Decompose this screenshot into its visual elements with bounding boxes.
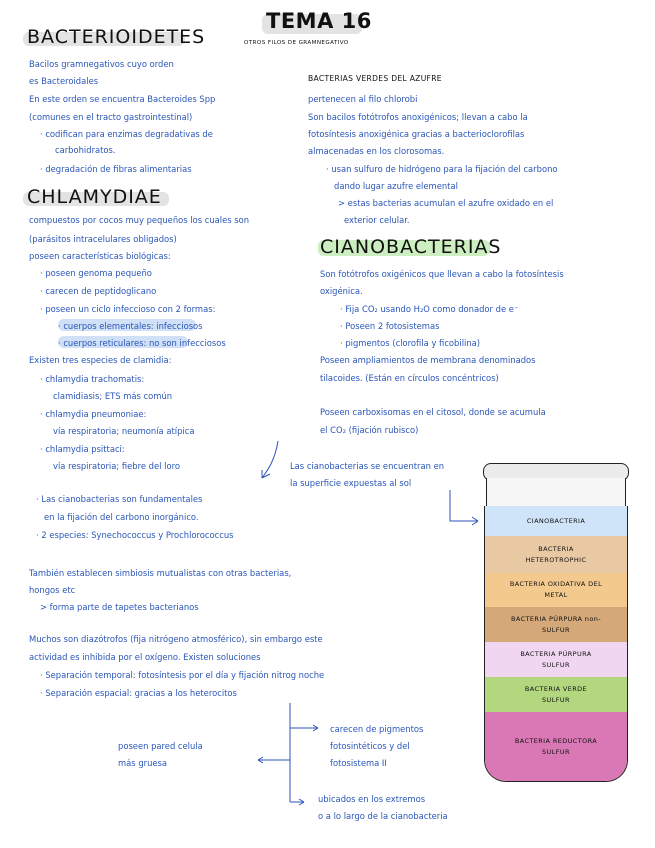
chlamydiae-highlight xyxy=(23,192,169,206)
arrow-head xyxy=(257,756,264,764)
text-line: hongos etc xyxy=(29,585,76,595)
arrow-to-fundamentals xyxy=(261,440,279,479)
text-line: almacenadas en los clorosomas. xyxy=(308,146,445,156)
jar-layer: BACTERIA PÚRPURA SULFUR xyxy=(485,642,627,677)
jar-layer: BACTERIA REDUCTORA SULFUR xyxy=(485,712,627,781)
jar-body: CIANOBACTERIA BACTERIA HETEROTROPHIC BAC… xyxy=(484,506,628,782)
jar-layer-label: BACTERIA HETEROTROPHIC xyxy=(525,544,587,564)
text-line: carbohidratos. xyxy=(55,145,116,155)
text-line: · chlamydia psittaci: xyxy=(40,444,125,454)
text-line: Poseen carboxisomas en el citosol, donde… xyxy=(320,407,546,417)
chlamydiae-heading: CHLAMYDIAE xyxy=(27,186,162,208)
text-line: vía respiratoria; neumonía atípica xyxy=(53,426,195,436)
text-line: clamidiasis; ETS más común xyxy=(53,391,173,401)
text-line: · carecen de peptidoglicano xyxy=(40,286,157,296)
text-line: · cuerpos elementales: infecciosos xyxy=(58,321,203,331)
text-line: · poseen genoma pequeño xyxy=(40,268,152,278)
text-line: · chlamydia pneumoniae: xyxy=(40,409,147,419)
jar-layer-label: BACTERIA VERDE SULFUR xyxy=(524,684,588,704)
text-line: oxigénica. xyxy=(320,286,363,296)
text-line: Son fotótrofos oxigénicos que llevan a c… xyxy=(320,269,564,279)
text-line: Muchos son diazótrofos (fija nitrógeno a… xyxy=(29,634,323,644)
text-line: (parásitos intracelulares obligados) xyxy=(29,234,177,244)
text-line: · codifican para enzimas degradativas de xyxy=(40,129,213,139)
text-line: · poseen un ciclo infeccioso con 2 forma… xyxy=(40,304,216,314)
text-line: > estas bacterias acumulan el azufre oxi… xyxy=(338,198,554,208)
elemental-highlight xyxy=(58,319,196,331)
text-line: la superficie expuestas al sol xyxy=(290,478,412,488)
jar-layer: BACTERIA HETEROTROPHIC xyxy=(485,536,627,573)
text-line: · cuerpos reticulares: no son infeccioso… xyxy=(58,338,226,348)
text-line: · pigmentos (clorofila y ficobilina) xyxy=(340,338,481,348)
jar-layer: CIANOBACTERIA xyxy=(485,506,627,536)
text-line: exterior celular. xyxy=(344,215,410,225)
arrow-head xyxy=(298,798,305,806)
text-line: · 2 especies: Synechococcus y Prochloroc… xyxy=(36,530,234,540)
arrow-to-jar xyxy=(449,490,478,522)
bacteroidetes-heading: BACTERIOIDETES xyxy=(27,26,206,48)
text-line: Son bacilos fotótrofos anoxigénicos; lle… xyxy=(308,112,528,122)
text-line: También establecen simbiosis mutualistas… xyxy=(29,568,292,578)
text-line: Poseen ampliamientos de membrana denomin… xyxy=(320,355,536,365)
text-line: dando lugar azufre elemental xyxy=(334,181,458,191)
arrow-head xyxy=(312,724,319,732)
bacteroidetes-highlight xyxy=(23,32,185,46)
text-line: vía respiratoria; fiebre del loro xyxy=(53,461,180,471)
text-line: en la fijación del carbono inorgánico. xyxy=(44,512,199,522)
text-line: pertenecen al filo chlorobi xyxy=(308,94,418,104)
text-line: fotosíntesis anoxigénica gracias a bacte… xyxy=(308,129,525,139)
text-line: tilacoides. (Están en círculos concéntri… xyxy=(320,373,499,383)
jar-layer-label: BACTERIA OXIDATIVA DEL METAL xyxy=(509,580,603,599)
text-line: > forma parte de tapetes bacterianos xyxy=(40,602,199,612)
green-sulfur-heading: BACTERIAS VERDES DEL AZUFRE xyxy=(308,74,442,83)
text-line: compuestos por cocos muy pequeños los cu… xyxy=(29,215,250,225)
text-line: En este orden se encuentra Bacteroides S… xyxy=(29,94,216,104)
text-line: el CO₂ (fijación rubisco) xyxy=(320,425,419,435)
text-line: más gruesa xyxy=(118,758,168,768)
arrow-head xyxy=(471,516,479,526)
jar-layer: BACTERIA PÚRPURA non-SULFUR xyxy=(485,607,627,642)
text-line: Bacilos gramnegativos cuyo orden xyxy=(29,59,174,69)
text-line: · Separación temporal: fotosíntesis por … xyxy=(40,670,325,680)
text-line: · Poseen 2 fotosistemas xyxy=(340,321,440,331)
reticular-highlight xyxy=(58,336,188,348)
title-highlight xyxy=(262,14,362,34)
jar-layer-label: BACTERIA REDUCTORA SULFUR xyxy=(514,737,598,756)
cyano-heading: CIANOBACTERIAS xyxy=(320,236,502,258)
text-line: es Bacteroidales xyxy=(29,76,99,86)
text-line: fotosistema II xyxy=(330,758,387,768)
page-title: TEMA 16 xyxy=(266,9,372,33)
text-line: Las cianobacterias se encuentran en xyxy=(290,461,445,471)
text-line: carecen de pigmentos xyxy=(330,724,424,734)
jar-layer: BACTERIA OXIDATIVA DEL METAL xyxy=(485,573,627,607)
text-line: o a lo largo de la cianobacteria xyxy=(318,811,448,821)
text-line: · Separación espacial: gracias a los het… xyxy=(40,688,237,698)
jar-layer-label: CIANOBACTERIA xyxy=(526,516,586,525)
page-subtitle: OTROS FILOS DE GRAMNEGATIVO xyxy=(244,40,349,46)
text-line: fotosintéticos y del xyxy=(330,741,410,751)
jar-layer: BACTERIA VERDE SULFUR xyxy=(485,677,627,712)
cyano-highlight xyxy=(318,240,490,256)
text-line: · Fija CO₂ usando H₂O como donador de e⁻ xyxy=(340,304,519,314)
text-line: · Las cianobacterias son fundamentales xyxy=(36,494,203,504)
text-line: · degradación de fibras alimentarias xyxy=(40,164,192,174)
jar-neck xyxy=(486,478,626,508)
text-line: actividad es inhibida por el oxígeno. Ex… xyxy=(29,652,261,662)
text-line: (comunes en el tracto gastrointestinal) xyxy=(29,112,193,122)
text-line: Existen tres especies de clamidia: xyxy=(29,355,172,365)
text-line: poseen características biológicas: xyxy=(29,251,171,261)
text-line: · usan sulfuro de hidrógeno para la fija… xyxy=(326,164,558,174)
text-line: · chlamydia trachomatis: xyxy=(40,374,145,384)
arrow-head xyxy=(261,470,271,479)
text-line: ubicados en los extremos xyxy=(318,794,426,804)
text-line: poseen pared celula xyxy=(118,741,203,751)
jar-layer-label: BACTERIA PÚRPURA non-SULFUR xyxy=(511,614,601,634)
jar-layer-label: BACTERIA PÚRPURA SULFUR xyxy=(520,649,592,669)
